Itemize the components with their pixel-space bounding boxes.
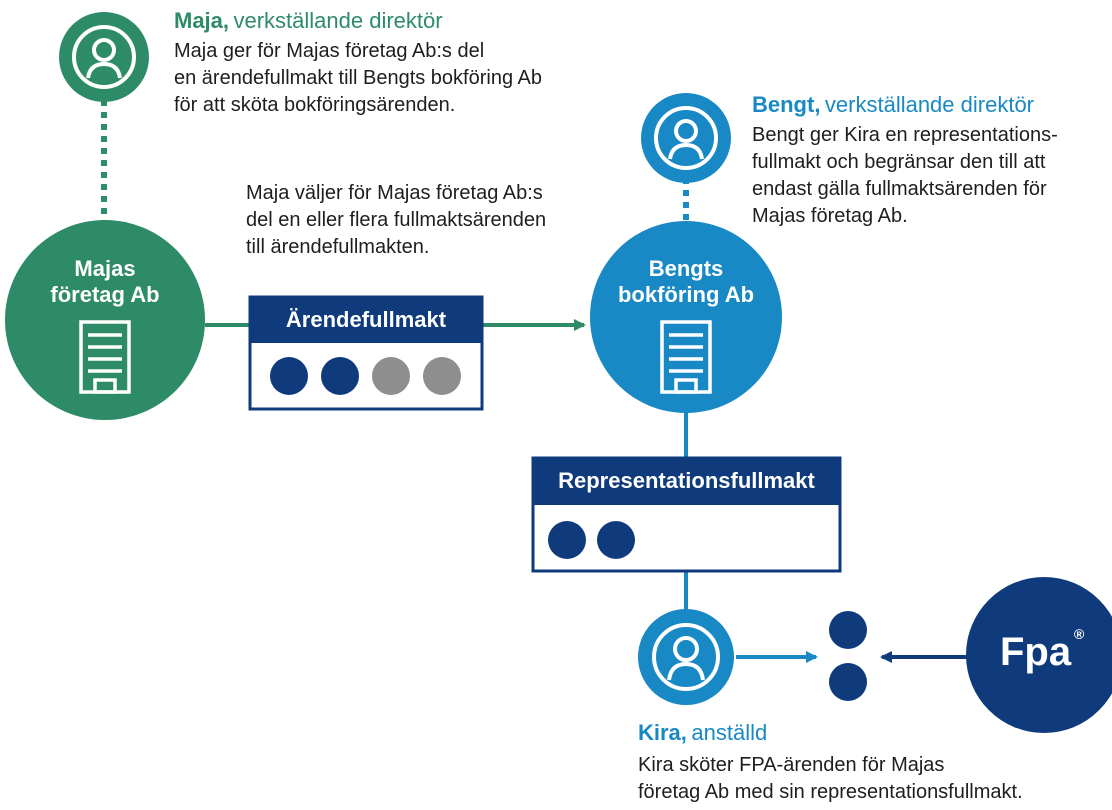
representationsfullmakt-box (531, 456, 842, 573)
maja-person-icon (59, 12, 149, 102)
selected-matter-dot (597, 521, 635, 559)
kira-heading: Kira, anställd (638, 720, 767, 746)
unselected-matter-dot (423, 357, 461, 395)
kira-person-icon (638, 609, 734, 705)
bengt-name: Bengt, (752, 92, 821, 117)
scope-dot (829, 611, 867, 649)
bengt-person-icon (641, 93, 731, 183)
selected-matter-dot (548, 521, 586, 559)
majas-building-icon (79, 320, 131, 394)
representationsfullmakt-title: Representationsfullmakt (558, 468, 815, 493)
kira-desc-line: Kira sköter FPA-ärenden för Majas (638, 754, 945, 776)
arendefullmakt-title: Ärendefullmakt (285, 307, 447, 332)
fpa-registered-mark: ® (1074, 626, 1085, 642)
unselected-matter-dot (372, 357, 410, 395)
selection-note-line: Maja väljer för Majas företag Ab:s (246, 182, 543, 204)
maja-name: Maja, (174, 8, 230, 33)
bengt-desc-line: Bengt ger Kira en representations- (752, 124, 1058, 146)
majas-company-label-line: Majas (74, 256, 136, 281)
selection-note-line: till ärendefullmakten. (246, 236, 430, 258)
fpa-circle (966, 577, 1112, 733)
bengts-building-icon (660, 320, 712, 394)
fpa-logo-text: Fpa (1000, 630, 1072, 674)
kira-desc-line: företag Ab med sin representationsfullma… (638, 781, 1023, 803)
selected-matter-dot (321, 357, 359, 395)
maja-role: verkställande direktör (233, 8, 443, 33)
bengt-description: Bengt ger Kira en representations- fullm… (752, 122, 1058, 230)
bengts-company-label-line: bokföring Ab (617, 282, 755, 307)
maja-description: Maja ger för Majas företag Ab:s del en ä… (174, 38, 542, 119)
maja-desc-line: för att sköta bokföringsärenden. (174, 94, 456, 116)
kira-description: Kira sköter FPA-ärenden för Majas företa… (638, 752, 1023, 806)
selected-matter-dot (270, 357, 308, 395)
maja-desc-line: Maja ger för Majas företag Ab:s del (174, 40, 485, 62)
bengt-role: verkställande direktör (824, 92, 1035, 117)
bengt-desc-line: Majas företag Ab. (752, 205, 908, 227)
bengts-company-label: Bengts bokföring Ab (606, 256, 766, 308)
scope-dot (829, 663, 867, 701)
bengt-desc-line: fullmakt och begränsar den till att (752, 151, 1046, 173)
bengt-desc-line: endast gälla fullmaktsärenden för (752, 178, 1047, 200)
maja-desc-line: en ärendefullmakt till Bengts bokföring … (174, 67, 542, 89)
bengts-company-circle (590, 221, 782, 413)
majas-company-label-line: företag Ab (50, 282, 160, 307)
selection-note-line: del en eller flera fullmaktsärenden (246, 209, 547, 231)
bengt-heading: Bengt, verkställande direktör (752, 92, 1034, 118)
arendefullmakt-dots (270, 357, 461, 395)
maja-heading: Maja, verkställande direktör (174, 8, 443, 34)
bengts-company-label-line: Bengts (648, 256, 724, 281)
representationsfullmakt-dots (548, 521, 635, 559)
majas-company-label: Majas företag Ab (35, 256, 175, 308)
majas-company-circle (5, 220, 205, 420)
selection-note: Maja väljer för Majas företag Ab:s del e… (246, 180, 546, 261)
kira-role: anställd (691, 720, 768, 745)
kira-name: Kira, (638, 720, 687, 745)
